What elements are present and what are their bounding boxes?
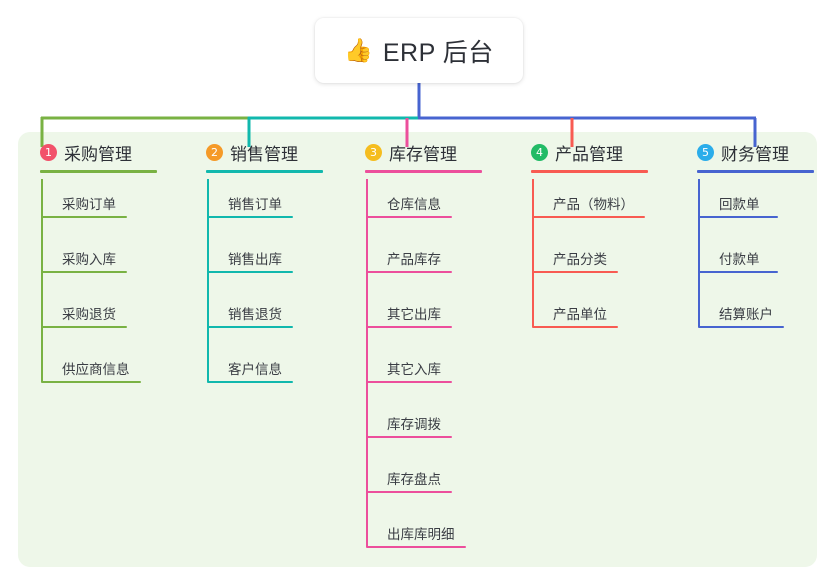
branch-index-badge: 5 [697, 144, 714, 161]
branch-title: 销售管理 [230, 145, 298, 164]
branch-item-underline [366, 436, 452, 438]
branch-item-label: 销售出库 [228, 252, 282, 267]
branch-item-label: 采购订单 [62, 197, 116, 212]
branch-stem [207, 179, 209, 382]
branch-index-badge: 3 [365, 144, 382, 161]
branch-item-label: 产品（物料） [553, 197, 634, 212]
branch-item-label: 采购入库 [62, 252, 116, 267]
branch-item-underline [41, 381, 141, 383]
branch-underline [697, 170, 814, 173]
branch-item-underline [41, 326, 127, 328]
branch-title: 财务管理 [721, 145, 789, 164]
branch-item-underline [41, 271, 127, 273]
branch-item-label: 供应商信息 [62, 362, 130, 377]
branch-item-label: 采购退货 [62, 307, 116, 322]
branch-item-label: 库存盘点 [387, 472, 441, 487]
branch-stem [366, 179, 368, 547]
branch-underline [365, 170, 482, 173]
branch-index-badge: 1 [40, 144, 57, 161]
branch-item-label: 产品单位 [553, 307, 607, 322]
branch-item-underline [698, 326, 784, 328]
branch-stem [698, 179, 700, 327]
branch-item-label: 产品分类 [553, 252, 607, 267]
branch-item-underline [366, 326, 452, 328]
branch-item-underline [366, 381, 452, 383]
branch-item-label: 产品库存 [387, 252, 441, 267]
branch-index-badge: 2 [206, 144, 223, 161]
branch-item-underline [366, 271, 452, 273]
branch-item-label: 仓库信息 [387, 197, 441, 212]
branch-item-label: 销售订单 [228, 197, 282, 212]
branch-item-underline [366, 216, 452, 218]
branch-item-underline [41, 216, 127, 218]
branch-item-underline [207, 271, 293, 273]
branch-item-underline [207, 326, 293, 328]
branches-panel [18, 132, 817, 567]
branch-underline [531, 170, 648, 173]
root-node-label: ERP 后台 [382, 38, 494, 67]
branch-item-label: 回款单 [719, 197, 760, 212]
branch-item-label: 结算账户 [719, 307, 773, 322]
branch-item-underline [207, 216, 293, 218]
branch-item-underline [698, 271, 778, 273]
branch-item-underline [207, 381, 293, 383]
thumbs-up-icon: 👍 [344, 37, 373, 63]
branch-item-underline [366, 546, 466, 548]
branch-stem [532, 179, 534, 327]
branch-item-underline [698, 216, 778, 218]
branch-item-label: 客户信息 [228, 362, 282, 377]
branch-item-label: 出库库明细 [387, 527, 455, 542]
branch-underline [206, 170, 323, 173]
branch-title: 库存管理 [389, 145, 457, 164]
branch-underline [40, 170, 157, 173]
branch-item-underline [366, 491, 452, 493]
branch-item-label: 付款单 [719, 252, 760, 267]
branch-title: 采购管理 [64, 145, 132, 164]
branch-item-label: 其它入库 [387, 362, 441, 377]
branch-item-underline [532, 216, 645, 218]
branch-index-badge: 4 [531, 144, 548, 161]
branch-item-underline [532, 326, 618, 328]
branch-item-label: 库存调拨 [387, 417, 441, 432]
branch-title: 产品管理 [555, 145, 623, 164]
root-node[interactable]: 👍 ERP 后台 [315, 18, 523, 83]
branch-item-label: 其它出库 [387, 307, 441, 322]
branch-item-underline [532, 271, 618, 273]
branch-item-label: 销售退货 [228, 307, 282, 322]
root-node-content: 👍 ERP 后台 [344, 33, 494, 69]
branch-stem [41, 179, 43, 382]
